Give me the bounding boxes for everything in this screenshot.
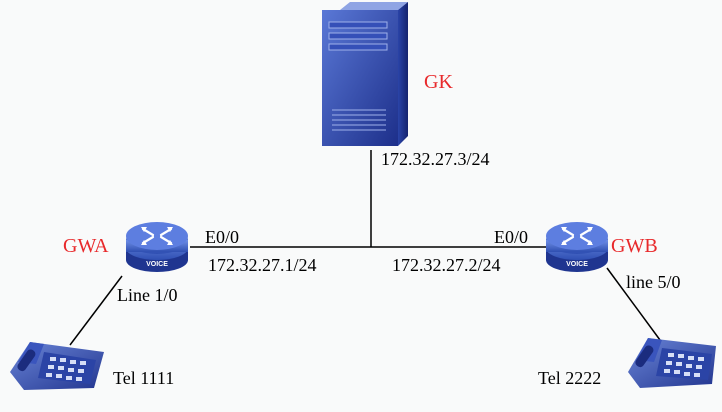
gk-server-icon: [322, 2, 408, 146]
gwb-name-label: GWB: [611, 235, 658, 257]
gk-ip-label: 172.32.27.3/24: [381, 149, 490, 169]
gwb-line-label: line 5/0: [626, 272, 681, 292]
links: [69, 150, 661, 346]
tel-1111-phone-icon: [10, 342, 104, 390]
tel-2222-phone-icon: [628, 338, 716, 388]
gwa-interface-label: E0/0: [205, 227, 239, 247]
gk-name-label: GK: [424, 71, 453, 93]
gwa-badge: VOICE: [146, 261, 168, 268]
link-gwb-tel: [606, 267, 661, 341]
gwa-ip-label: 172.32.27.1/24: [208, 255, 317, 275]
tel-1111-label: Tel 1111: [113, 368, 175, 388]
link-gwa-tel: [69, 275, 123, 346]
gwa-line-label: Line 1/0: [117, 285, 178, 305]
gwa-router-icon: VOICE: [126, 222, 188, 272]
gwb-badge: VOICE: [566, 261, 588, 268]
gwa-name-label: GWA: [63, 235, 109, 257]
gwb-router-icon: VOICE: [546, 222, 608, 272]
gwb-interface-label: E0/0: [494, 227, 528, 247]
tel-2222-label: Tel 2222: [538, 368, 602, 388]
gwb-ip-label: 172.32.27.2/24: [392, 255, 501, 275]
